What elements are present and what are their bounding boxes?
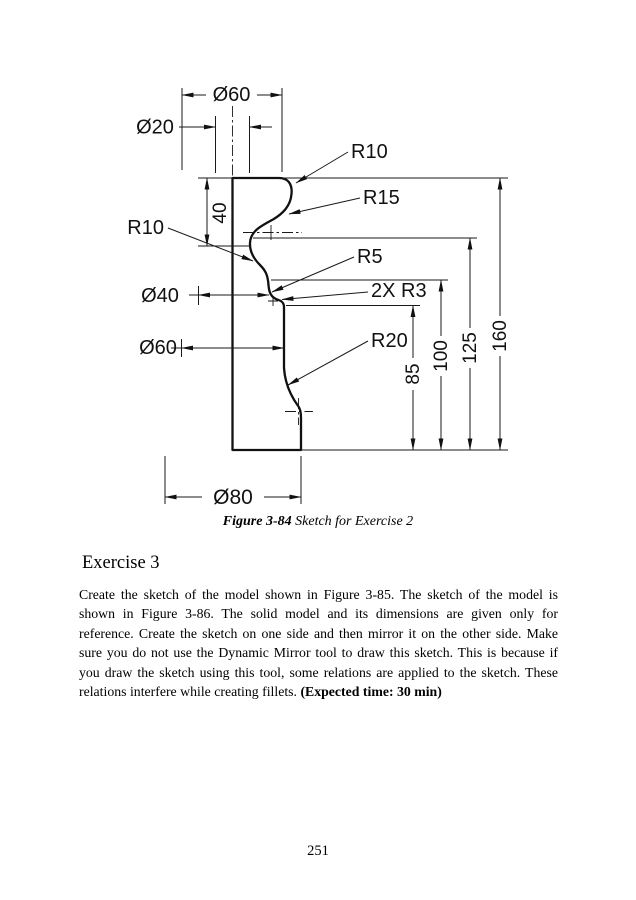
label-dia20: Ø20 bbox=[136, 117, 174, 139]
label-dia80: Ø80 bbox=[213, 486, 253, 509]
label-dim85: 85 bbox=[403, 363, 424, 384]
exercise-body: Create the sketch of the model shown in … bbox=[79, 585, 558, 701]
label-dim100: 100 bbox=[431, 340, 452, 372]
label-dim125: 125 bbox=[460, 332, 481, 364]
label-r10-top: R10 bbox=[351, 141, 388, 163]
label-r15: R15 bbox=[363, 187, 400, 209]
exercise-heading: Exercise 3 bbox=[82, 553, 160, 573]
label-2x-r3: 2X R3 bbox=[371, 280, 427, 302]
label-r5: R5 bbox=[357, 246, 383, 268]
figure-caption-number: Figure 3-84 bbox=[222, 514, 292, 529]
dimension-lines bbox=[164, 88, 508, 504]
label-dia60-top: Ø60 bbox=[213, 84, 251, 106]
label-dim160: 160 bbox=[490, 320, 511, 352]
figure-caption-text: Sketch for Exercise 2 bbox=[291, 514, 414, 529]
page-number: 251 bbox=[307, 843, 329, 859]
label-r20: R20 bbox=[371, 330, 408, 352]
exercise-body-text: Create the sketch of the model shown in … bbox=[79, 587, 558, 700]
label-r10-left: R10 bbox=[127, 217, 164, 239]
centerlines bbox=[232, 106, 313, 425]
expected-time: (Expected time: 30 min) bbox=[300, 684, 442, 700]
figure-caption: Figure 3-84 Sketch for Exercise 2 bbox=[0, 514, 636, 530]
figure-3-84-technical-drawing: Ø60 Ø20 R10 R15 R10 R5 Ø40 2X R3 Ø60 R20… bbox=[127, 84, 511, 509]
part-profile bbox=[231, 176, 303, 452]
leader-lines bbox=[167, 151, 369, 386]
label-dia40: Ø40 bbox=[141, 285, 179, 307]
label-dia60-mid: Ø60 bbox=[139, 337, 177, 359]
dimension-labels: Ø60 Ø20 R10 R15 R10 R5 Ø40 2X R3 Ø60 R20… bbox=[127, 84, 511, 509]
label-dim40: 40 bbox=[210, 202, 231, 223]
